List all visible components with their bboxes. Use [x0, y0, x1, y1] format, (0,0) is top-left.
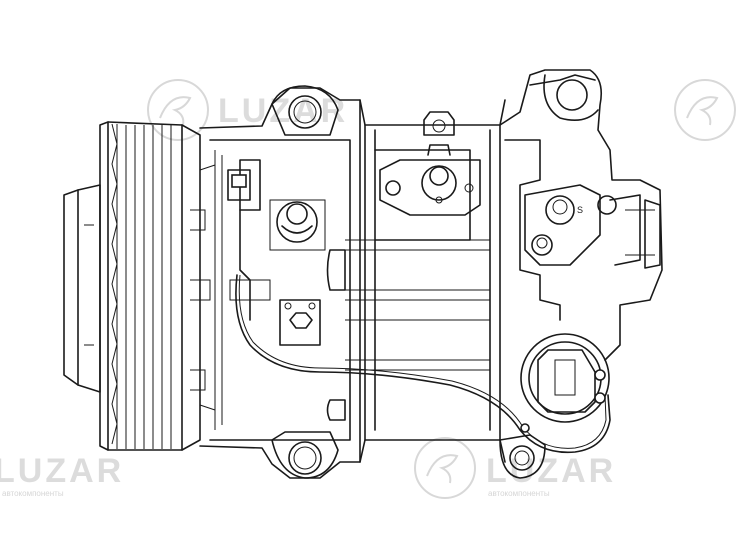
- lynx-logo-icon: [414, 437, 476, 499]
- hex-plug: [279, 299, 321, 346]
- cylinder-body: [326, 99, 506, 463]
- rear-control-valve: S: [524, 184, 617, 266]
- rear-housing: [499, 69, 663, 361]
- wire-harness: [235, 274, 611, 454]
- mount-ear-bottom: [271, 431, 339, 479]
- watermark-brand-text: LUZAR: [218, 92, 348, 130]
- watermark-tagline: автокомпоненты: [488, 489, 550, 498]
- watermark-bottom-left: LUZAR автокомпоненты: [0, 452, 124, 498]
- left-flange-details: [190, 164, 216, 411]
- round-connector: [520, 333, 610, 423]
- lynx-logo-icon: [674, 79, 736, 141]
- mount-ear-rear-bottom: [499, 434, 546, 479]
- watermark-top-left: LUZAR: [147, 79, 348, 141]
- watermark-brand-text: LUZAR: [0, 452, 124, 490]
- mount-ear-top: [271, 85, 339, 136]
- top-service-valve: [379, 111, 481, 216]
- watermark-tagline: автокомпоненты: [2, 489, 64, 498]
- pulley: [63, 121, 201, 451]
- central-fitting: [269, 199, 326, 251]
- lynx-logo-icon: [147, 79, 209, 141]
- watermark-brand-text: LUZAR: [486, 452, 616, 490]
- watermark-top-right: [674, 79, 736, 141]
- valve-s-mark: S: [577, 205, 583, 215]
